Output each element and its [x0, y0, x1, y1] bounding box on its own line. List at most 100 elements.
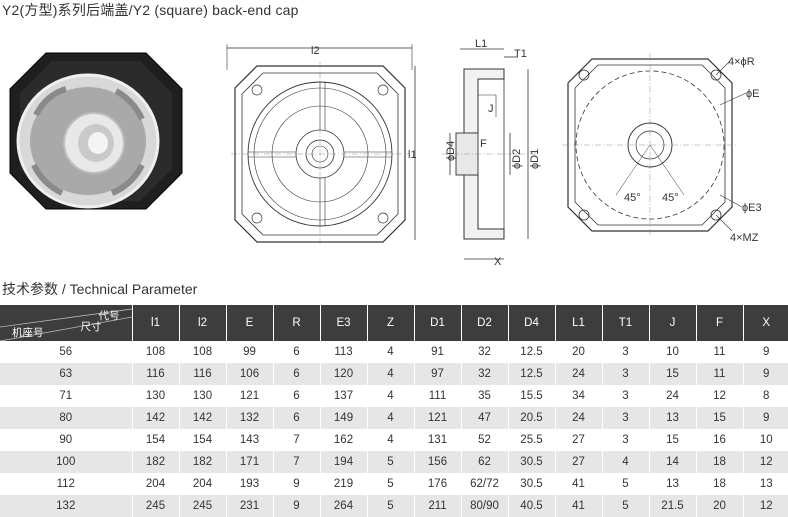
label-E: ϕE	[746, 88, 760, 100]
column-header: L1	[554, 305, 602, 341]
dim-T1: T1	[514, 48, 527, 60]
table-cell: 4	[366, 363, 414, 385]
frame-number-cell: 71	[0, 385, 132, 407]
table-cell: 47	[460, 407, 508, 429]
table-cell: 24	[648, 385, 696, 407]
table-cell: 10	[742, 429, 788, 451]
dim-D2: ϕD2	[511, 149, 523, 169]
table-cell: 20.5	[507, 407, 555, 429]
column-header: Z	[366, 305, 414, 341]
corner-size-label: 尺寸	[80, 321, 102, 333]
table-cell: 131	[413, 429, 461, 451]
table-cell: 9	[742, 407, 788, 429]
table-cell: 18	[695, 451, 743, 473]
table-cell: 9	[742, 341, 788, 363]
table-cell: 182	[178, 451, 226, 473]
table-cell: 137	[319, 385, 367, 407]
table-cell: 11	[695, 363, 743, 385]
table-cell: 16	[695, 429, 743, 451]
table-cell: 194	[319, 451, 367, 473]
table-cell: 91	[413, 341, 461, 363]
table-cell: 245	[131, 495, 179, 517]
corner-header: 代号 尺寸 机座号	[0, 305, 132, 341]
table-cell: 132	[225, 407, 273, 429]
table-cell: 3	[601, 407, 649, 429]
corner-frame-label: 机座号	[12, 327, 44, 339]
table-cell: 30.5	[507, 451, 555, 473]
angle-left: 45°	[624, 192, 641, 204]
table-cell: 108	[131, 341, 179, 363]
table-cell: 193	[225, 473, 273, 495]
table-cell: 52	[460, 429, 508, 451]
table-cell: 121	[413, 407, 461, 429]
table-header-row: 代号 尺寸 机座号 l1 l2 E R E3 Z D1 D2 D4 L1 T1 …	[0, 305, 788, 341]
table-cell: 154	[131, 429, 179, 451]
corner-code-label: 代号	[98, 310, 120, 322]
table-cell: 12	[742, 495, 788, 517]
column-header: X	[742, 305, 788, 341]
column-header: D2	[460, 305, 508, 341]
table-cell: 113	[319, 341, 367, 363]
table-cell: 27	[554, 429, 602, 451]
table-cell: 12	[695, 385, 743, 407]
table-cell: 11	[695, 341, 743, 363]
table-cell: 108	[178, 341, 226, 363]
table-cell: 12.5	[507, 341, 555, 363]
table-cell: 4	[366, 341, 414, 363]
table-cell: 24	[554, 407, 602, 429]
column-header: T1	[601, 305, 649, 341]
table-cell: 21.5	[648, 495, 696, 517]
table-cell: 143	[225, 429, 273, 451]
table-cell: 264	[319, 495, 367, 517]
table-cell: 18	[695, 473, 743, 495]
table-cell: 9	[272, 473, 320, 495]
table-cell: 30.5	[507, 473, 555, 495]
table-cell: 25.5	[507, 429, 555, 451]
table-cell: 182	[131, 451, 179, 473]
table-cell: 80/90	[460, 495, 508, 517]
table-cell: 15.5	[507, 385, 555, 407]
table-cell: 121	[225, 385, 273, 407]
table-cell: 120	[319, 363, 367, 385]
table-cell: 130	[178, 385, 226, 407]
dim-F: F	[480, 138, 487, 150]
table-cell: 20	[695, 495, 743, 517]
table-cell: 41	[554, 473, 602, 495]
frame-number-cell: 112	[0, 473, 132, 495]
table-cell: 149	[319, 407, 367, 429]
table-cell: 5	[366, 495, 414, 517]
table-cell: 62/72	[460, 473, 508, 495]
table-cell: 106	[225, 363, 273, 385]
table-cell: 142	[178, 407, 226, 429]
section-label: 技术参数 / Technical Parameter	[2, 281, 198, 297]
table-cell: 4	[601, 451, 649, 473]
table-cell: 12	[742, 451, 788, 473]
table-cell: 13	[648, 407, 696, 429]
table-cell: 154	[178, 429, 226, 451]
frame-number-cell: 100	[0, 451, 132, 473]
table-cell: 3	[601, 429, 649, 451]
table-cell: 162	[319, 429, 367, 451]
table-cell: 7	[272, 429, 320, 451]
table-cell: 116	[131, 363, 179, 385]
table-cell: 5	[601, 473, 649, 495]
table-cell: 5	[601, 495, 649, 517]
table-cell: 3	[601, 363, 649, 385]
column-header: J	[648, 305, 696, 341]
table-cell: 176	[413, 473, 461, 495]
table-cell: 97	[413, 363, 461, 385]
table-cell: 4	[366, 429, 414, 451]
column-header: R	[272, 305, 320, 341]
table-cell: 40.5	[507, 495, 555, 517]
table-cell: 41	[554, 495, 602, 517]
table-cell: 130	[131, 385, 179, 407]
column-header: F	[695, 305, 743, 341]
